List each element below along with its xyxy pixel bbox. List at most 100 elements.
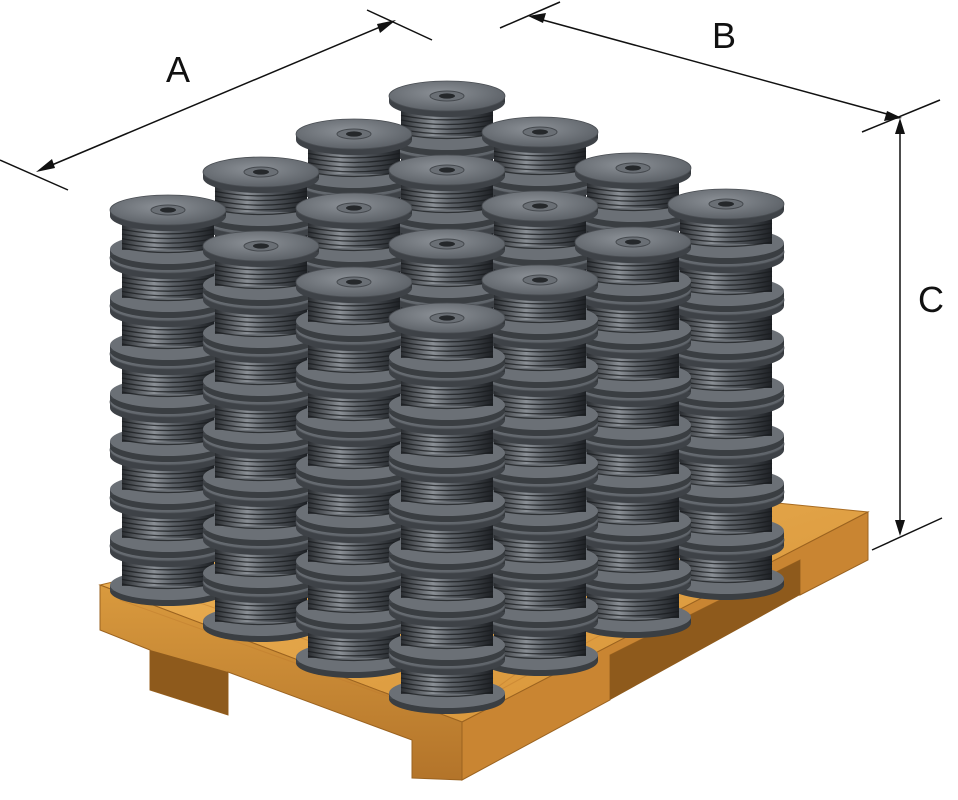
dimension-c-label: C	[918, 279, 944, 320]
dimension-lines	[0, 1, 943, 551]
cable-winding-line	[307, 162, 401, 168]
dimension-b-arrow-left	[528, 13, 546, 23]
cable-winding-line	[679, 222, 773, 229]
spool	[574, 226, 692, 302]
dimension-c-extension-bottom	[871, 517, 943, 551]
cable-winding-line	[307, 310, 401, 316]
spool-hub-hole	[253, 169, 269, 175]
dimension-b-line	[531, 16, 899, 118]
cable-winding-line	[400, 198, 494, 204]
spool-column	[295, 266, 413, 678]
cable-winding-line	[121, 228, 215, 235]
cable-winding-line	[400, 193, 494, 200]
cable-winding-line	[400, 581, 494, 588]
cable-winding-line	[493, 394, 587, 401]
cable-winding-line	[400, 590, 494, 597]
spool-hub-hole	[439, 167, 455, 173]
dimension-b-extension-left	[499, 1, 561, 29]
cable-winding-line	[214, 360, 308, 367]
dimension-b-label: B	[712, 15, 736, 56]
spool-column	[109, 194, 227, 606]
cable-winding-line	[586, 270, 680, 276]
cable-winding-line	[400, 262, 494, 269]
dimension-b-extension-right	[861, 99, 941, 133]
cable-winding-line	[400, 442, 494, 448]
cable-winding-line	[400, 533, 494, 540]
cable-winding-line	[400, 451, 494, 458]
cable-winding-line	[400, 272, 494, 278]
cable-winding-line	[679, 318, 773, 325]
cable-winding-line	[493, 586, 587, 593]
cable-winding-line	[214, 195, 308, 202]
cable-winding-line	[400, 576, 494, 583]
cable-winding-line	[400, 341, 494, 348]
cable-winding-line	[679, 462, 773, 469]
spool-column	[667, 188, 785, 600]
cable-winding-line	[493, 155, 587, 162]
cable-winding-line	[214, 504, 308, 511]
spool-hub-hole	[439, 315, 455, 321]
spool-column	[574, 226, 692, 638]
spool-hub-hole	[346, 205, 362, 211]
cable-winding-line	[214, 264, 308, 271]
cable-winding-line	[400, 355, 494, 362]
dimension-b-arrow-right	[884, 111, 902, 121]
spool-hub-hole	[253, 243, 269, 249]
cable-winding-line	[493, 303, 587, 310]
spool-hub-hole	[625, 165, 641, 171]
cable-winding-line	[307, 396, 401, 403]
spool-hub-hole	[439, 93, 455, 99]
spool-stack	[109, 80, 785, 714]
cable-winding-line	[400, 542, 494, 549]
cable-winding-line	[400, 547, 494, 554]
cable-winding-line	[679, 414, 773, 421]
cable-winding-line	[400, 188, 494, 195]
cable-winding-line	[214, 190, 308, 197]
cable-winding-line	[493, 298, 587, 305]
cable-winding-line	[493, 229, 587, 236]
spool-column	[202, 230, 320, 642]
cable-winding-line	[121, 276, 215, 283]
cable-winding-line	[214, 200, 308, 206]
dimension-c-arrow-bottom	[895, 520, 905, 536]
cable-winding-line	[214, 312, 308, 319]
cable-winding-line	[679, 270, 773, 277]
spool	[667, 188, 785, 264]
cable-winding-line	[400, 446, 494, 453]
cable-winding-line	[307, 157, 401, 164]
cable-winding-line	[493, 634, 587, 641]
spool	[295, 266, 413, 342]
cable-winding-line	[400, 490, 494, 496]
dimension-a-extension-right	[366, 9, 433, 41]
spool	[388, 80, 506, 156]
dimension-c-arrow-top	[895, 118, 905, 134]
cable-winding-line	[586, 191, 680, 198]
cable-winding-line	[679, 366, 773, 373]
dimension-a-line	[39, 21, 393, 171]
cable-winding-line	[493, 490, 587, 497]
cable-winding-line	[586, 186, 680, 193]
cable-winding-line	[400, 336, 494, 343]
cable-winding-line	[121, 372, 215, 379]
cable-winding-line	[307, 226, 401, 233]
spool-hub-hole	[532, 203, 548, 209]
cable-winding-line	[307, 588, 401, 595]
dimension-a-arrow-right	[377, 20, 396, 33]
cable-winding-line	[493, 160, 587, 166]
cable-winding-line	[400, 350, 494, 357]
cable-winding-line	[493, 346, 587, 353]
cable-winding-line	[121, 468, 215, 475]
cable-winding-line	[400, 403, 494, 410]
cable-winding-line	[307, 300, 401, 307]
spool	[574, 152, 692, 228]
spool-hub-hole	[439, 241, 455, 247]
cable-winding-line	[679, 232, 773, 238]
cable-winding-line	[121, 233, 215, 240]
spool-column	[481, 264, 599, 676]
dimension-a-arrow-left	[36, 159, 55, 172]
pallet-gap-left	[150, 650, 228, 715]
cable-winding-line	[400, 389, 494, 396]
cable-winding-line	[400, 682, 494, 688]
cable-winding-line	[307, 305, 401, 312]
